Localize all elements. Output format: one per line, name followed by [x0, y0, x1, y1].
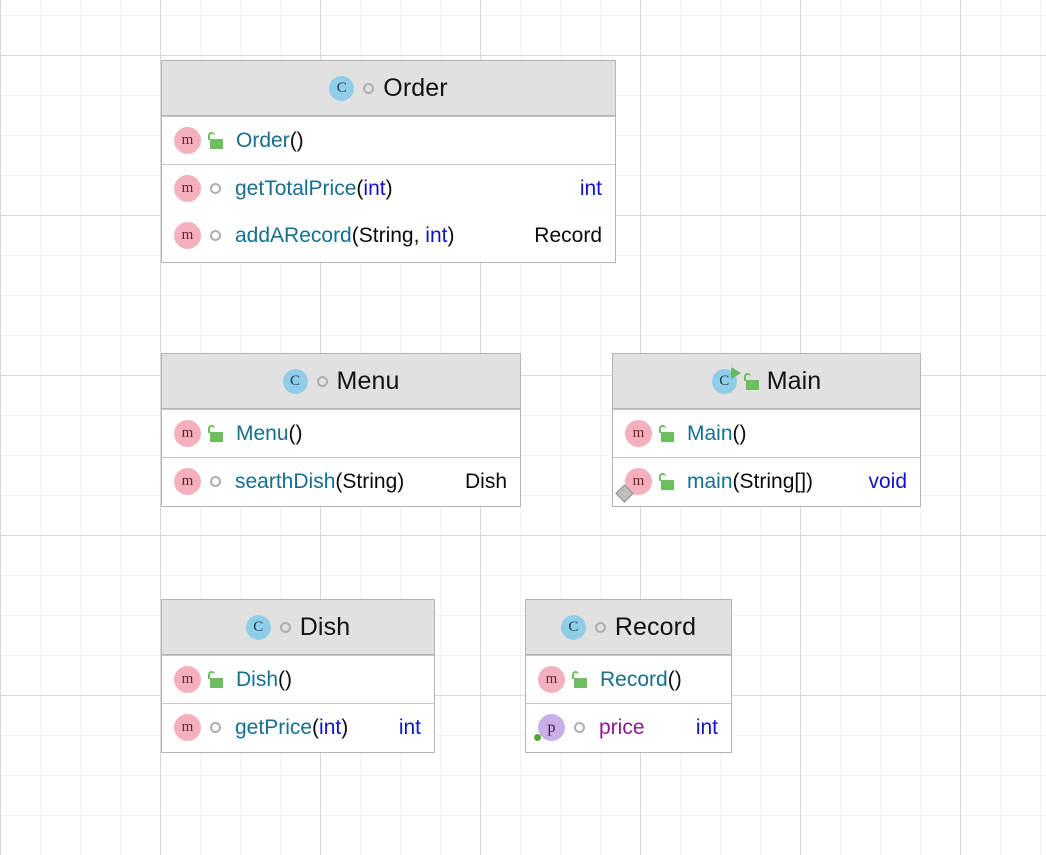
public-lock-icon — [659, 473, 675, 490]
method-icon: m — [174, 468, 201, 495]
member-name-label: price — [599, 715, 645, 739]
constructor-section: m Menu() — [162, 409, 520, 457]
package-private-icon — [363, 82, 375, 94]
method-icon: m — [174, 666, 201, 693]
class-header-order[interactable]: C Order — [162, 61, 615, 116]
package-private-icon — [574, 722, 585, 733]
package-private-icon — [210, 230, 221, 241]
member-signature-label: (String[]) — [732, 469, 814, 493]
package-private-icon — [279, 621, 291, 633]
member-signature-label: () — [278, 667, 293, 691]
class-header-main[interactable]: C Main — [613, 354, 920, 409]
method-icon: m — [174, 222, 201, 249]
green-dot-badge-icon — [534, 734, 541, 741]
class-box-main[interactable]: C Main m Main() m — [612, 353, 921, 507]
fields-section: p price int — [526, 703, 731, 751]
member-row[interactable]: m getTotalPrice(int) int — [162, 165, 615, 212]
member-signature-label: () — [732, 421, 747, 445]
run-marker-icon — [730, 366, 741, 379]
member-name-label: main — [687, 469, 733, 493]
member-name-label: Main — [687, 421, 733, 445]
class-icon: C — [245, 614, 271, 640]
public-lock-icon — [659, 425, 675, 442]
method-icon: m — [625, 420, 652, 447]
member-params-label: int — [363, 176, 386, 200]
public-lock-icon — [208, 671, 224, 688]
constructor-section: m Record() — [526, 655, 731, 703]
method-icon: m — [538, 666, 565, 693]
method-icon: m — [174, 127, 201, 154]
package-private-icon — [316, 375, 328, 387]
class-icon: C — [560, 614, 586, 640]
member-row[interactable]: m Menu() — [162, 410, 520, 457]
member-signature-label: () — [289, 128, 304, 152]
member-row[interactable]: m main(String[]) void — [613, 458, 920, 505]
public-lock-icon — [208, 132, 224, 149]
member-name-label: getTotalPrice — [235, 176, 357, 200]
member-row[interactable]: p price int — [526, 704, 731, 751]
method-icon: m — [174, 420, 201, 447]
package-private-icon — [210, 183, 221, 194]
public-lock-icon — [572, 671, 588, 688]
member-signature-label: (String) — [335, 469, 405, 493]
methods-section: m main(String[]) void — [613, 457, 920, 505]
package-private-icon — [210, 722, 221, 733]
class-header-dish[interactable]: C Dish — [162, 600, 434, 655]
method-icon: m — [174, 714, 201, 741]
class-box-order[interactable]: C Order m Order() m getTotalPrice(int) — [161, 60, 616, 263]
class-name-label: Menu — [336, 366, 400, 395]
class-name-label: Record — [614, 612, 697, 641]
member-row[interactable]: m Dish() — [162, 656, 434, 703]
package-private-icon — [594, 621, 606, 633]
member-return-type-label: Record — [534, 223, 602, 247]
method-icon: m — [615, 468, 652, 503]
class-box-menu[interactable]: C Menu m Menu() m searthDish(String) — [161, 353, 521, 507]
member-row[interactable]: m Main() — [613, 410, 920, 457]
class-header-menu[interactable]: C Menu — [162, 354, 520, 409]
class-box-dish[interactable]: C Dish m Dish() m getPrice(int) — [161, 599, 435, 753]
property-icon: p — [534, 714, 565, 741]
public-lock-icon — [208, 425, 224, 442]
constructor-section: m Main() — [613, 409, 920, 457]
methods-section: m getTotalPrice(int) int m addARecord(St… — [162, 164, 615, 259]
member-return-type-label: void — [868, 469, 907, 493]
class-icon: C — [329, 75, 355, 101]
class-name-label: Order — [383, 73, 448, 102]
member-name-label: searthDish — [235, 469, 336, 493]
class-name-label: Main — [766, 366, 822, 395]
member-return-type-label: int — [579, 176, 602, 200]
member-row[interactable]: m addARecord(String, int) Record — [162, 212, 615, 259]
member-return-type-label: Dish — [464, 469, 507, 493]
member-signature-label: () — [667, 667, 682, 691]
member-params-label: int — [319, 715, 342, 739]
member-signature-label: () — [288, 421, 303, 445]
gutter-marker-icon — [615, 484, 634, 503]
member-name-label: getPrice — [235, 715, 313, 739]
class-icon: C — [711, 366, 741, 394]
methods-section: m getPrice(int) int — [162, 703, 434, 751]
member-row[interactable]: m Order() — [162, 117, 615, 164]
member-row[interactable]: m searthDish(String) Dish — [162, 458, 520, 505]
member-return-type-label: int — [695, 715, 718, 739]
class-box-record[interactable]: C Record m Record() p price — [525, 599, 732, 753]
package-private-icon — [210, 476, 221, 487]
constructor-section: m Order() — [162, 116, 615, 164]
member-row[interactable]: m getPrice(int) int — [162, 704, 434, 751]
member-name-label: Record — [600, 667, 668, 691]
class-header-record[interactable]: C Record — [526, 600, 731, 655]
methods-section: m searthDish(String) Dish — [162, 457, 520, 505]
member-name-label: Menu — [236, 421, 289, 445]
member-return-type-label: int — [398, 715, 421, 739]
class-name-label: Dish — [299, 612, 351, 641]
member-row[interactable]: m Record() — [526, 656, 731, 703]
method-icon: m — [174, 175, 201, 202]
member-name-label: Dish — [236, 667, 279, 691]
member-name-label: Order — [236, 128, 290, 152]
public-lock-icon — [743, 372, 760, 390]
member-name-label: addARecord — [235, 223, 352, 247]
constructor-section: m Dish() — [162, 655, 434, 703]
class-icon: C — [282, 368, 308, 394]
